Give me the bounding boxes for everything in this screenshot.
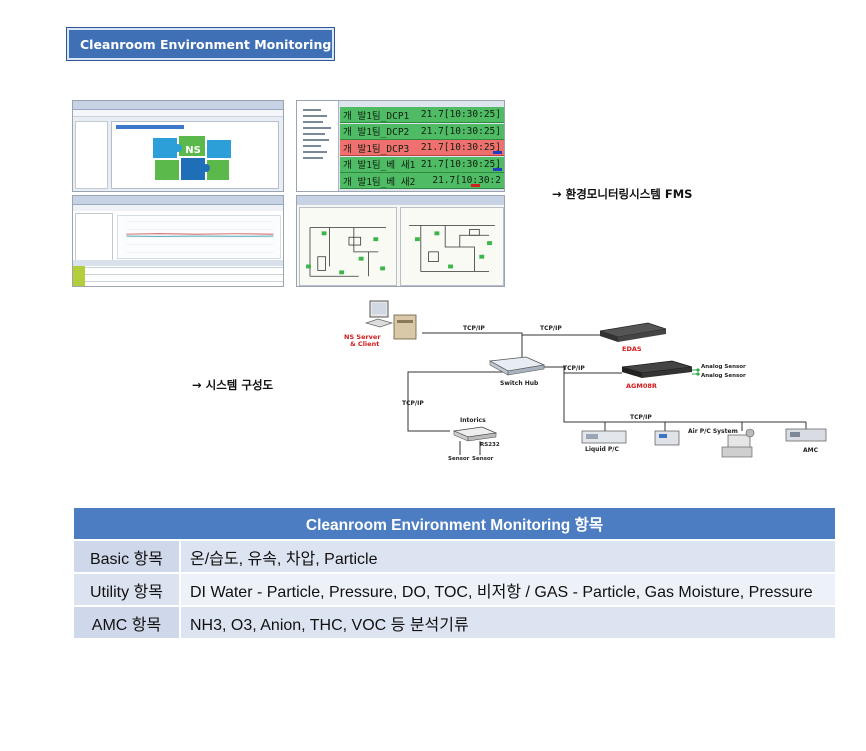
tcpip-label: TCP/IP <box>540 325 562 332</box>
edas-label: EDAS <box>622 345 642 353</box>
agm-label: AGM08R <box>626 382 657 390</box>
app-screenshot-trend <box>72 195 284 287</box>
monitoring-items-table: Cleanroom Environment Monitoring 항목 Basi… <box>74 508 835 640</box>
data-grid-selection <box>73 266 85 286</box>
analog-sensor-label: Analog Sensor <box>701 364 746 370</box>
agm-device-icon <box>621 360 693 378</box>
app-screenshot-schematic <box>296 195 505 287</box>
system-diagram: NS Server & Client TCP/IP TCP/IP TCP/IP … <box>344 300 827 462</box>
row-label: AMC 항목 <box>74 606 181 640</box>
edas-device-icon <box>599 322 667 342</box>
amc-label: AMC <box>803 447 819 454</box>
window-toolbar <box>73 110 283 117</box>
app-screenshot-dashboard: NS <box>72 100 284 192</box>
amc-analyzer-icon <box>785 428 827 442</box>
server-label-2: & Client <box>350 340 379 348</box>
table-row: Utility 항목 DI Water - Particle, Pressure… <box>74 573 835 607</box>
intorics-label: Intorics <box>460 417 486 424</box>
link-server-hub <box>422 332 523 357</box>
server-label: NS Server <box>344 333 381 341</box>
row-value: NH3, O3, Anion, THC, VOC 등 분석기류 <box>180 606 835 640</box>
data-grid-header <box>73 260 283 266</box>
liquid-pc-icon <box>581 430 627 444</box>
schematic-right <box>400 207 504 286</box>
window-titlebar <box>73 196 283 205</box>
puzzle-label: NS <box>185 145 201 156</box>
tcpip-label: TCP/IP <box>630 414 652 421</box>
navigation-pane <box>75 121 108 189</box>
link-hub-intorics <box>407 371 504 432</box>
link-hub-agm <box>535 366 622 374</box>
diagram-caption: → 시스템 구성도 <box>192 378 274 392</box>
trend-chart <box>117 215 281 259</box>
device-tree <box>297 101 339 191</box>
page-title: Cleanroom Environment Monitoring <box>66 27 335 61</box>
tcpip-label: TCP/IP <box>463 325 485 332</box>
fms-caption: → 환경모니터링시스템 FMS <box>552 187 693 201</box>
link-hub-pc-bus <box>563 373 806 423</box>
sensor-label: Sensor <box>448 456 470 462</box>
air-pc-system-icon <box>654 428 755 458</box>
switch-hub-icon <box>488 356 546 376</box>
content-header-bar <box>116 125 184 129</box>
table-row: AMC 항목 NH3, O3, Anion, THC, VOC 등 분석기류 <box>74 606 835 640</box>
row-label: Basic 항목 <box>74 540 181 574</box>
row-label: Utility 항목 <box>74 573 181 607</box>
table-row: Basic 항목 온/습도, 유속, 차압, Particle <box>74 540 835 574</box>
page-title-text: Cleanroom Environment Monitoring <box>80 36 332 52</box>
intorics-device-icon <box>452 426 498 442</box>
row-value: 온/습도, 유속, 차압, Particle <box>180 540 835 574</box>
puzzle-graphic-icon: NS <box>153 136 231 180</box>
schematic-left <box>299 207 397 286</box>
window-titlebar <box>297 196 504 205</box>
server-client-icon <box>364 300 417 340</box>
window-titlebar <box>73 101 283 110</box>
liquid-pc-label: Liquid P/C <box>585 446 619 453</box>
sensor-label: Sensor <box>472 456 494 462</box>
sensor-tree <box>75 213 113 261</box>
window-toolbar <box>73 205 283 211</box>
rs232-label: RS232 <box>480 442 500 448</box>
analog-sensor-label: Analog Sensor <box>701 373 746 379</box>
tcpip-label: TCP/IP <box>563 365 585 372</box>
tcpip-label: TCP/IP <box>402 400 424 407</box>
switch-hub-label: Switch Hub <box>500 380 539 387</box>
air-pc-label: Air P/C System <box>688 428 738 435</box>
table-header: Cleanroom Environment Monitoring 항목 <box>74 508 835 541</box>
row-value: DI Water - Particle, Pressure, DO, TOC, … <box>180 573 835 607</box>
